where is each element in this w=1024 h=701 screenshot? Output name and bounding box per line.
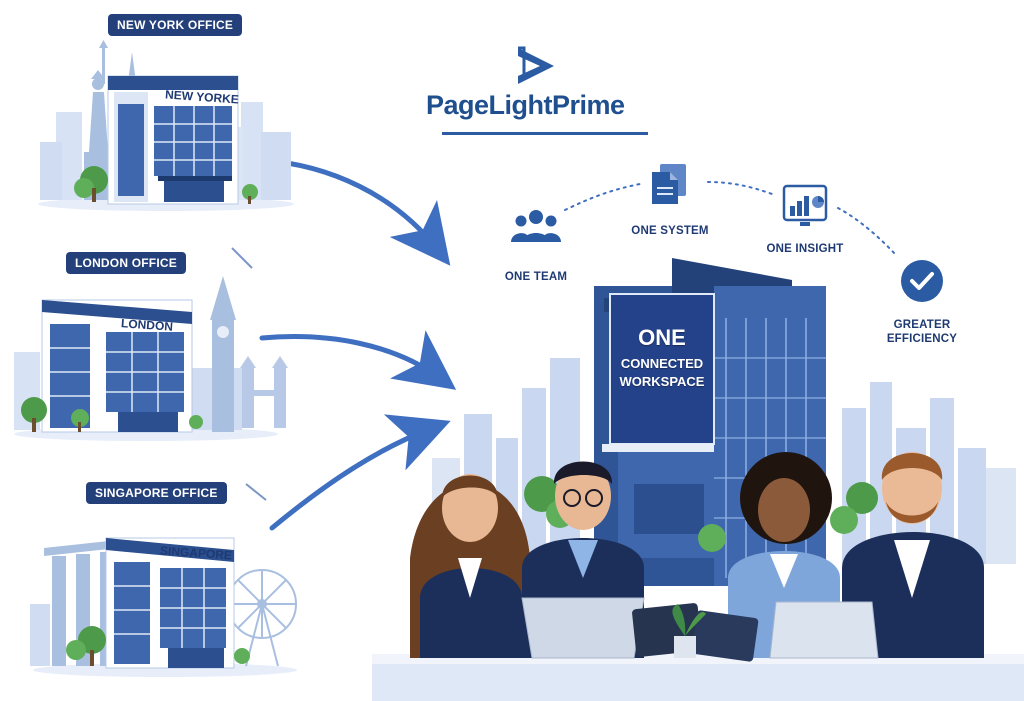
checkmark-icon [901,260,943,302]
dotted-connector-1 [564,183,641,211]
workspace-sign-line2: CONNECTED [620,356,704,371]
feature-label-efficiency: EFFICIENCY [886,333,958,345]
headquarters-scene [372,258,1024,701]
singapore-scene [30,537,297,677]
london-office-label: LONDON OFFICE [66,252,186,274]
chart-icon [782,184,828,226]
person-1 [410,474,530,658]
big-ben [210,276,236,432]
workspace-sign-line1: ONE [638,325,686,350]
documents-icon [652,164,686,204]
tower-bridge [240,356,288,428]
london-scene [14,276,288,441]
singapore-office-label: SINGAPORE OFFICE [86,482,227,504]
workspace-sign-line3: WORKSPACE [619,374,705,389]
arrow-london [259,330,457,390]
new-york-scene [38,40,294,211]
feature-one-insight: ONE INSIGHT [762,184,848,255]
feature-label-one-system: ONE SYSTEM [631,225,709,237]
dotted-connector-2 [707,181,773,195]
dotted-connector-3 [837,207,896,255]
feature-greater-efficiency: GREATER EFFICIENCY [876,258,968,345]
feature-label-greater: GREATER [893,319,951,331]
person-4 [842,452,984,658]
dash-2 [245,483,267,501]
people-icon [511,210,561,242]
new-york-office-label: NEW YORK OFFICE [108,14,243,36]
brand-name: PageLightPrime [426,90,625,120]
arrow-singapore [269,414,451,531]
feature-one-team: ONE TEAM [496,208,576,283]
brand-logo: PageLightPrime [420,44,650,140]
logo-underline [442,132,648,135]
feature-label-one-team: ONE TEAM [504,271,568,283]
logo-chevron-icon [518,46,554,84]
feature-one-system: ONE SYSTEM [626,162,714,237]
dash-1 [231,247,253,269]
feature-label-one-insight: ONE INSIGHT [766,243,844,255]
